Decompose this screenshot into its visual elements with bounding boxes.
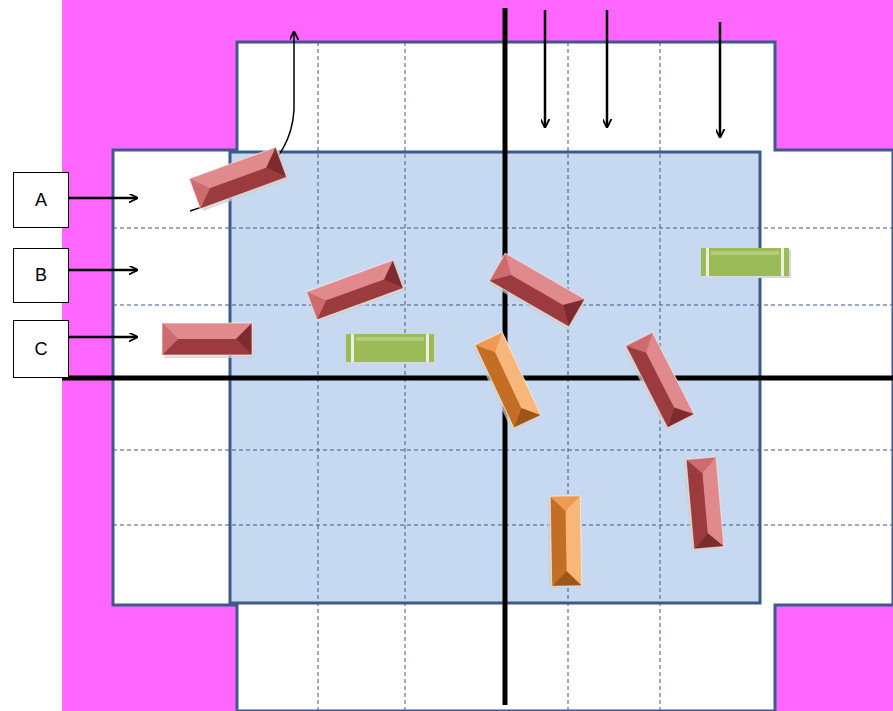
entry-arrow bbox=[69, 336, 137, 339]
red-block bbox=[488, 253, 587, 330]
entry-arrow bbox=[544, 10, 547, 127]
lane-letter: C bbox=[35, 339, 48, 360]
lane-label-box: B bbox=[13, 248, 69, 303]
lane-label-box: C bbox=[13, 320, 69, 378]
red-block bbox=[162, 323, 254, 358]
orange-block bbox=[547, 496, 582, 589]
divider-line bbox=[62, 376, 893, 381]
green-block bbox=[701, 248, 791, 278]
red-block bbox=[189, 147, 289, 212]
entry-arrow bbox=[606, 10, 609, 127]
red-block bbox=[623, 332, 695, 431]
green-block bbox=[346, 334, 436, 364]
entry-arrow bbox=[69, 197, 137, 200]
lane-letter: B bbox=[35, 265, 47, 286]
orange-block bbox=[472, 332, 542, 431]
red-block bbox=[683, 457, 724, 552]
blocks bbox=[162, 147, 791, 589]
entry-arrow bbox=[69, 269, 137, 272]
entry-arrow bbox=[719, 22, 722, 137]
lane-label-box: A bbox=[13, 172, 69, 228]
exit-path bbox=[190, 32, 294, 211]
outer-ground bbox=[62, 0, 893, 711]
lane-letter: A bbox=[35, 190, 47, 211]
red-block bbox=[307, 259, 407, 322]
